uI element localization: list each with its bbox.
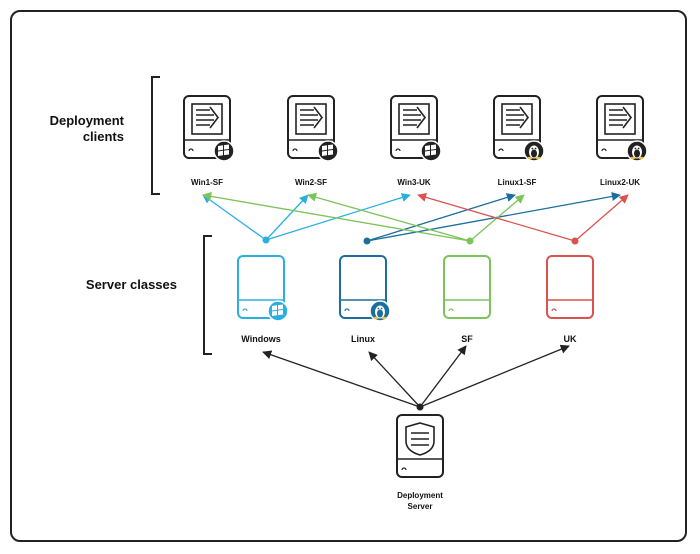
deploy-document-icon (398, 103, 430, 135)
client-node: Win1-SF (183, 95, 235, 187)
client-label: Win2-SF (295, 178, 327, 187)
server-classes-layer: Windows Linux SF UK (237, 255, 594, 344)
server-class-label: SF (461, 334, 473, 344)
client-label: Win1-SF (191, 178, 223, 187)
client-node: Win3-UK (390, 95, 442, 187)
server-class-node: Windows (237, 255, 289, 344)
client-node: Linux2-UK (596, 95, 648, 187)
windows-badge (213, 140, 235, 162)
deploy-document-icon (604, 103, 636, 135)
linux-badge (523, 140, 545, 162)
windows-badge (267, 300, 289, 322)
sf-source-dot (466, 237, 474, 245)
windows-source-dot (262, 236, 270, 244)
clients-section-label-2: clients (83, 129, 124, 144)
diagram-frame (10, 10, 687, 542)
deployment-server-icon (396, 414, 444, 478)
server-classes-section-label: Server classes (86, 277, 177, 292)
clients-layer: Win1-SF Win2-SF Win3-UK Linux1-SF Linux2-UK (183, 95, 648, 187)
linux-penguin-icon (373, 305, 387, 320)
server-classes-bracket (203, 235, 212, 355)
edge-uk-linux2 (574, 194, 629, 242)
client-label: Linux1-SF (498, 178, 537, 187)
windows-logo-icon (322, 144, 333, 156)
linux-penguin-icon (630, 145, 644, 160)
client-label: Win3-UK (397, 178, 430, 187)
deployment-server-label: Deployment (397, 491, 443, 500)
client-node: Win2-SF (287, 95, 339, 187)
edge-windows-win2 (265, 194, 309, 241)
edge-windows-win3 (265, 193, 411, 241)
windows-logo-icon (272, 304, 283, 316)
server-class-node: SF (443, 255, 491, 344)
edge-ds-windows (262, 350, 421, 408)
linux-penguin-icon (527, 145, 541, 160)
ds-source-dot (416, 403, 424, 411)
deploy-document-icon (501, 103, 533, 135)
uk-source-dot (571, 237, 579, 245)
clients-section-label: Deployment (50, 113, 125, 128)
server-class-node: Linux (339, 255, 391, 344)
server-class-node: UK (546, 255, 594, 344)
clients-bracket (151, 76, 160, 195)
server-class-icon (443, 255, 491, 319)
deploy-document-icon (191, 103, 223, 135)
client-label: Linux2-UK (600, 178, 640, 187)
edge-ds-linux (368, 351, 421, 408)
deployment-server-label-2: Server (408, 502, 433, 511)
edge-uk-win3 (417, 192, 576, 242)
shield-icon (405, 422, 435, 456)
windows-badge (317, 140, 339, 162)
server-class-icon (546, 255, 594, 319)
edge-sf-win2 (307, 192, 471, 242)
windows-logo-icon (425, 144, 436, 156)
edge-linux-linux2 (366, 191, 621, 242)
deploy-document-icon (295, 103, 327, 135)
linux-badge (369, 300, 391, 322)
server-class-label: UK (564, 334, 577, 344)
client-node: Linux1-SF (493, 95, 545, 187)
edge-linux-linux1 (366, 193, 516, 242)
linux-badge (626, 140, 648, 162)
windows-logo-icon (218, 144, 229, 156)
edge-ds-sf (419, 345, 467, 408)
edge-ds-uk (419, 344, 570, 408)
connections (202, 191, 629, 411)
windows-badge (420, 140, 442, 162)
deployment-server-node: Deployment Server (396, 414, 444, 511)
linux-source-dot (363, 237, 371, 245)
edge-windows-win1 (202, 194, 267, 241)
edge-sf-win1 (202, 191, 471, 242)
server-class-label: Linux (351, 334, 375, 344)
server-class-label: Windows (241, 334, 280, 344)
